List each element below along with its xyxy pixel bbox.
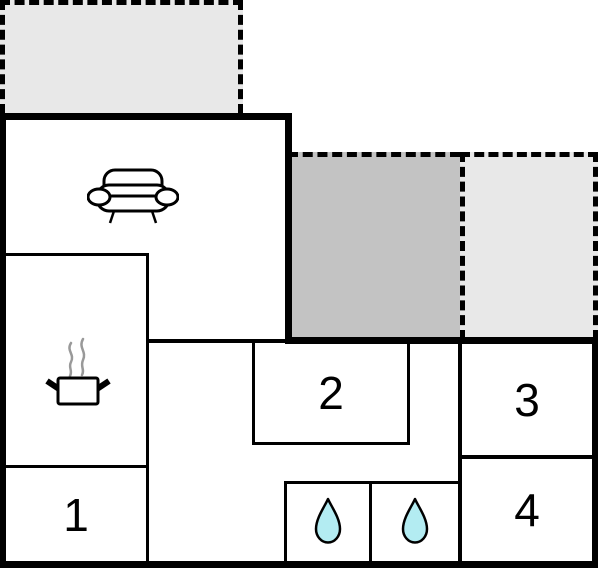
wall-outer-top	[0, 113, 292, 120]
room-4-label: 4	[514, 484, 540, 536]
room-4: 4	[462, 459, 592, 561]
water-drop-icon	[314, 497, 342, 544]
terrace-middle	[288, 152, 460, 340]
wall-kitchen-right	[146, 253, 149, 563]
wall-room3-room4-divider	[462, 455, 592, 459]
cooking-pot-icon	[45, 337, 111, 406]
terrace-top-left	[0, 0, 243, 114]
sofa-icon	[87, 168, 179, 224]
wall-hall-top	[146, 339, 288, 343]
room-2-label: 2	[318, 366, 344, 419]
wall-middle-horizontal	[285, 337, 598, 344]
room-1-label: 1	[63, 488, 89, 541]
wall-outer-left	[0, 113, 6, 568]
room-3-label: 3	[514, 373, 540, 426]
terrace-right	[460, 152, 598, 340]
room-1: 1	[6, 468, 146, 561]
wall-outer-right	[592, 337, 598, 568]
wall-kitchen-top	[3, 253, 146, 256]
wall-room1-top	[3, 465, 146, 468]
water-drop-icon	[401, 497, 429, 544]
room-2: 2	[252, 343, 410, 445]
wall-outer-bottom	[0, 561, 598, 568]
wall-living-room-right	[285, 113, 292, 344]
floor-area-bottom	[146, 337, 598, 568]
wall-bathroom-divider	[369, 481, 372, 563]
room-3: 3	[462, 344, 592, 455]
wall-rooms34-left	[458, 340, 462, 561]
bathrooms-outline	[284, 481, 460, 563]
